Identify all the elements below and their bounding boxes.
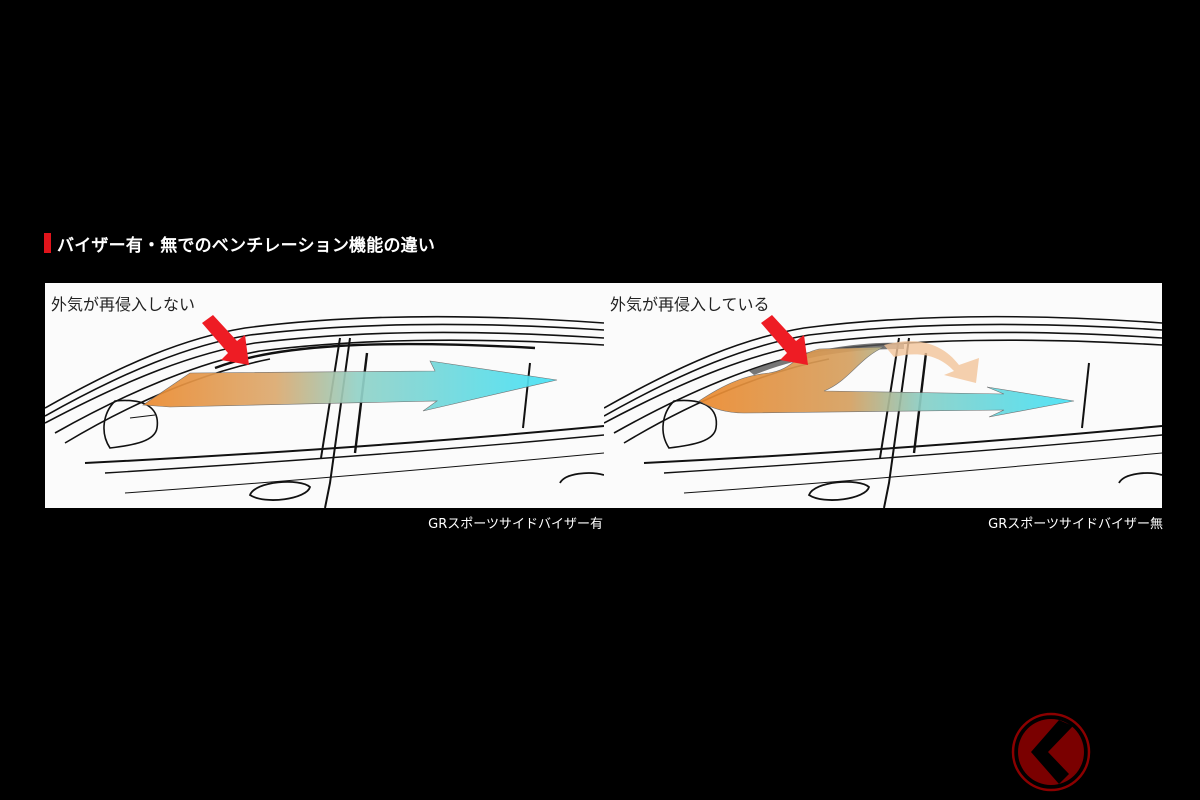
- panel-caption: GRスポーツサイドバイザー無: [988, 517, 1163, 532]
- diagram-with-visor: 外気が再侵入しない: [45, 283, 604, 508]
- panel-label: 外気が再侵入しない: [51, 295, 196, 314]
- heading-accent-bar: [44, 233, 51, 253]
- car-illustration-with-visor: [45, 315, 604, 508]
- red-pointer-arrow: [202, 315, 249, 365]
- section-heading: バイザー有・無でのベンチレーション機能の違い: [44, 232, 436, 256]
- car-illustration-without-visor: [604, 315, 1162, 508]
- panel-label: 外気が再侵入している: [610, 295, 770, 314]
- diagram-without-visor: 外気が再侵入している: [604, 283, 1162, 508]
- panel-caption: GRスポーツサイドバイザー有: [428, 517, 603, 532]
- airflow-arrow: [698, 346, 1075, 418]
- airflow-arrow: [142, 360, 558, 412]
- heading-title: バイザー有・無でのベンチレーション機能の違い: [57, 235, 436, 256]
- kuruma-news-logo-icon: [1011, 712, 1091, 792]
- red-pointer-arrow: [761, 315, 808, 365]
- reentry-airflow-arrow: [884, 341, 979, 383]
